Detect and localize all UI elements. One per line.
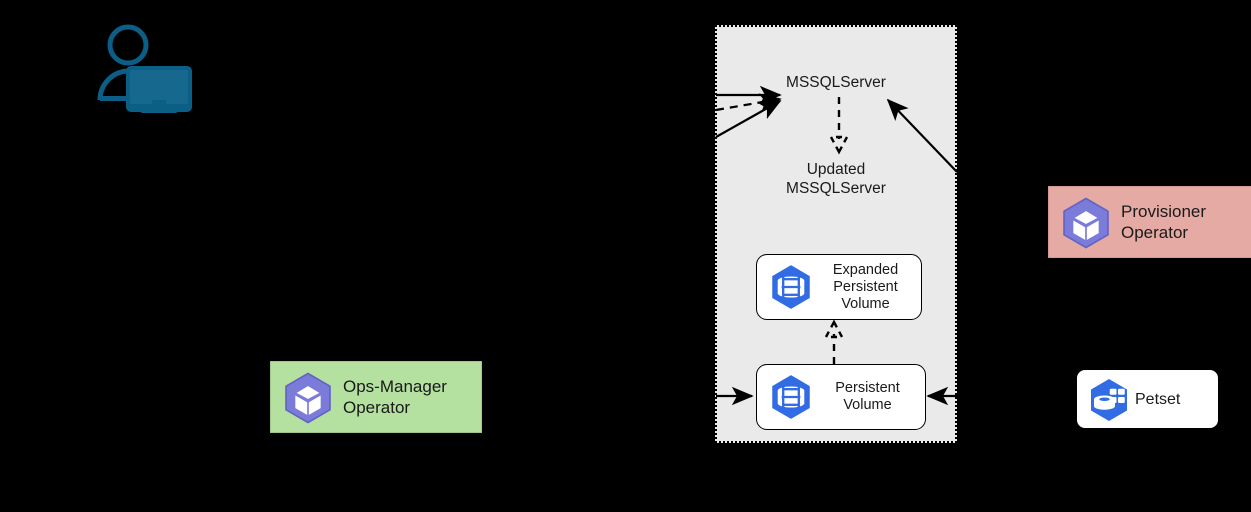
expanded-persistent-volume-label: Expanded Persistent Volume bbox=[832, 261, 899, 312]
k8s-persistent-volume-icon bbox=[766, 262, 816, 312]
persistent-volume-card[interactable]: Persistent Volume bbox=[756, 364, 926, 430]
petset-card[interactable]: Petset bbox=[1076, 369, 1219, 429]
mssqlserver-label: MSSQLServer bbox=[786, 74, 886, 91]
ops-manager-operator-chip[interactable]: Ops-Manager Operator bbox=[270, 361, 482, 433]
k8s-persistent-volume-icon bbox=[766, 372, 816, 422]
operator-cube-icon bbox=[1059, 196, 1113, 250]
arrow-pv-to-expanded-pv bbox=[817, 320, 851, 366]
arrow-mssqlserver-to-updated bbox=[822, 95, 856, 155]
provisioner-operator-label: Provisioner Operator bbox=[1121, 202, 1207, 242]
provisioner-operator-chip[interactable]: Provisioner Operator bbox=[1048, 186, 1251, 258]
updated-mssqlserver-label: Updated MSSQLServer bbox=[786, 161, 886, 197]
ops-manager-operator-label: Ops-Manager Operator bbox=[343, 377, 447, 417]
center-panel: MSSQLServer Updated MSSQLServer bbox=[715, 25, 957, 443]
petset-label: Petset bbox=[1135, 390, 1181, 408]
operator-cube-icon bbox=[281, 371, 335, 425]
person-at-computer-icon bbox=[96, 24, 196, 114]
k8s-statefulset-icon bbox=[1085, 376, 1133, 424]
persistent-volume-label: Persistent Volume bbox=[835, 380, 900, 413]
expanded-persistent-volume-card[interactable]: Expanded Persistent Volume bbox=[756, 254, 922, 320]
